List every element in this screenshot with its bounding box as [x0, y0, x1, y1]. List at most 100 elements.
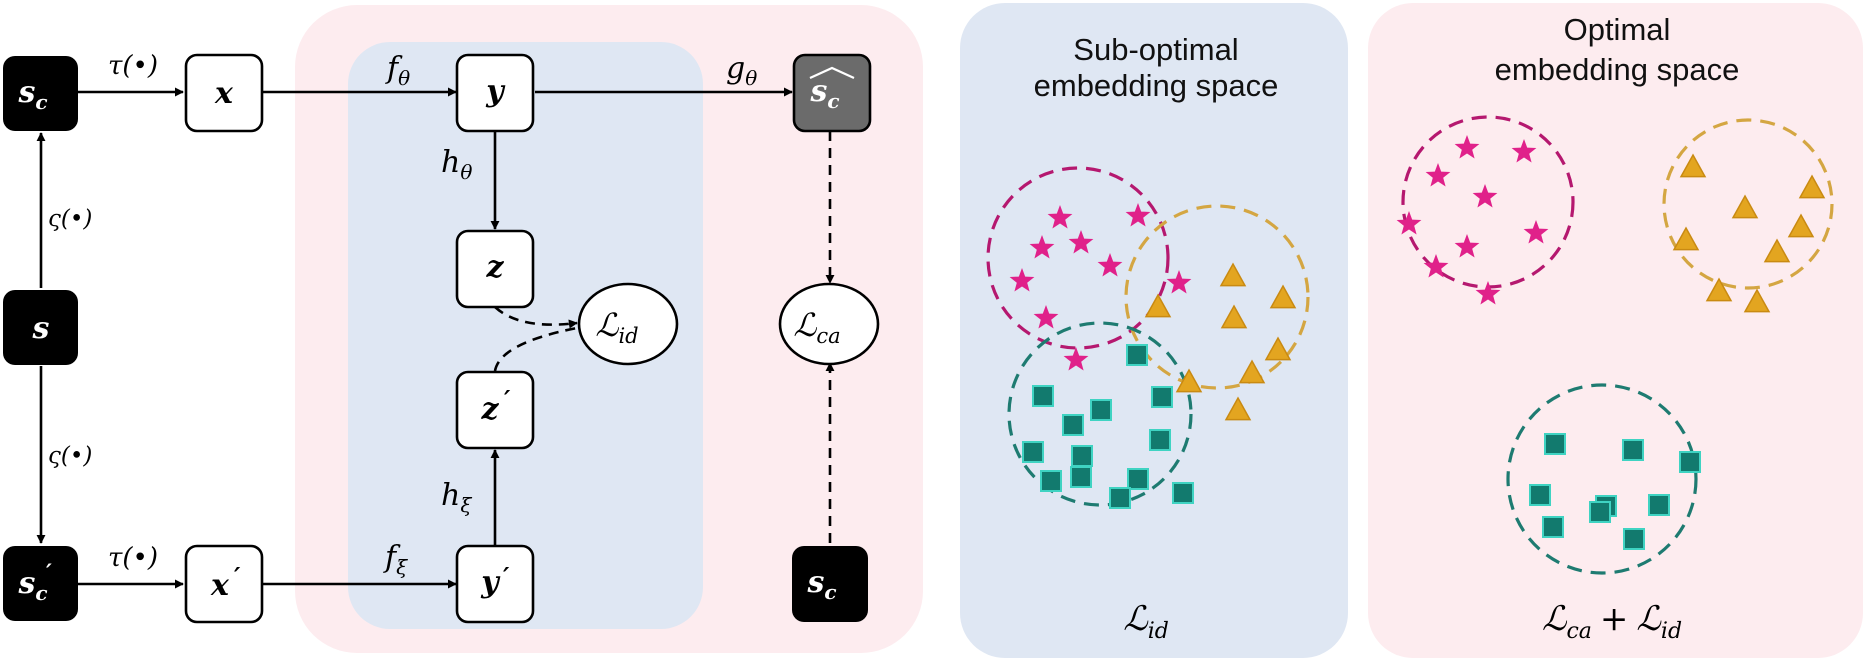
star-icon — [1523, 220, 1549, 244]
square-icon — [1022, 441, 1044, 463]
square-icon — [1622, 439, 1644, 461]
optimal-title-line2: embedding space — [1495, 52, 1740, 87]
star-icon — [1472, 184, 1498, 208]
svg-text:sc: sc — [17, 75, 47, 114]
svg-text:x: x — [210, 568, 230, 603]
triangle-icon — [1269, 284, 1297, 309]
optimal-panel — [1368, 3, 1863, 658]
suboptimal-title-line1: Sub-optimal — [1073, 32, 1238, 67]
edge-zprime-lid — [493, 326, 578, 372]
triangle-icon — [1798, 174, 1826, 199]
star-icon — [1454, 135, 1480, 159]
square-icon — [1126, 344, 1148, 366]
triangle-icon — [1238, 359, 1266, 384]
triangle-icon — [1787, 213, 1815, 238]
square-icon — [1109, 487, 1131, 509]
square-icon — [1032, 385, 1054, 407]
label-c-top: ς(•) — [48, 206, 92, 232]
suboptimal-square-circle — [1007, 321, 1193, 507]
suboptimal-star-circle — [986, 166, 1170, 350]
node-s-c-prime: sc ′ — [3, 546, 78, 621]
node-x-prime: x ′ — [184, 544, 264, 624]
triangle-icon — [1705, 277, 1733, 302]
star-icon — [1033, 305, 1059, 329]
blue-region — [348, 42, 703, 629]
square-icon — [1544, 433, 1566, 455]
star-icon — [1454, 234, 1480, 258]
label-h-theta: hθ — [441, 145, 472, 184]
triangle-icon — [1175, 368, 1203, 393]
node-s: s — [3, 290, 78, 365]
star-icon — [1068, 230, 1094, 254]
triangle-icon — [1743, 288, 1771, 313]
node-z: z — [455, 229, 535, 309]
suboptimal-title-line2: embedding space — [1034, 68, 1279, 103]
hat-icon — [809, 66, 855, 80]
svg-text:y: y — [480, 565, 501, 600]
node-y: y — [455, 53, 535, 133]
triangle-icon — [1144, 293, 1172, 318]
square-icon — [1071, 445, 1093, 467]
label-h-xi: hξ — [441, 478, 472, 517]
star-icon — [1125, 203, 1151, 227]
triangle-icon — [1220, 304, 1248, 329]
triangle-icon — [1224, 396, 1252, 421]
svg-text:sc: sc — [17, 566, 47, 605]
optimal-triangle-circle — [1662, 118, 1834, 290]
solid-edges — [36, 87, 793, 589]
label-g-theta: gθ — [726, 51, 757, 90]
svg-text:sc: sc — [806, 565, 836, 604]
optimal-title-line1: Optimal — [1564, 12, 1671, 47]
label-tau-bottom: τ(•) — [108, 543, 158, 573]
node-s-c-hat: sc — [792, 53, 872, 133]
star-icon — [1166, 270, 1192, 294]
label-tau-top: τ(•) — [108, 51, 158, 81]
star-icon — [1423, 254, 1449, 278]
embedding-markers — [1009, 135, 1826, 550]
square-icon — [1623, 528, 1645, 550]
suboptimal-panel — [960, 3, 1348, 658]
svg-text:ℒid: ℒid — [595, 306, 638, 348]
square-icon — [1127, 468, 1149, 490]
square-icon — [1589, 501, 1611, 523]
square-icon — [1679, 451, 1701, 473]
node-s-c-target: sc — [792, 546, 868, 622]
suboptimal-loss: ℒid — [1123, 599, 1169, 644]
star-icon — [1097, 253, 1123, 277]
loss-l-ca: ℒca — [778, 282, 880, 366]
svg-text:′: ′ — [504, 385, 511, 414]
loss-l-id: ℒid — [577, 282, 679, 366]
square-icon — [1529, 484, 1551, 506]
star-icon — [1475, 281, 1501, 305]
svg-text:′: ′ — [503, 562, 510, 591]
dashed-edges — [493, 131, 835, 543]
svg-text:x: x — [214, 76, 234, 111]
square-icon — [1070, 466, 1092, 488]
star-icon — [1047, 205, 1073, 229]
star-icon — [1029, 235, 1055, 259]
star-icon — [1396, 211, 1422, 235]
node-x: x — [184, 53, 264, 133]
star-icon — [1425, 163, 1451, 187]
node-y-prime: y ′ — [455, 544, 535, 624]
square-icon — [1149, 429, 1171, 451]
node-z-prime: z ′ — [455, 370, 535, 450]
triangle-icon — [1679, 153, 1707, 178]
svg-text:s: s — [32, 311, 50, 346]
square-icon — [1090, 399, 1112, 421]
triangle-icon — [1731, 194, 1759, 219]
svg-text:ℒca: ℒca — [793, 306, 840, 348]
square-icon — [1040, 470, 1062, 492]
optimal-loss: ℒca+ℒid — [1542, 599, 1682, 644]
square-icon — [1062, 414, 1084, 436]
square-icon — [1542, 516, 1564, 538]
edge-z-lid — [494, 306, 578, 329]
star-icon — [1009, 268, 1035, 292]
svg-text:sc: sc — [809, 74, 839, 113]
square-icon — [1172, 482, 1194, 504]
svg-text:′: ′ — [46, 560, 52, 586]
suboptimal-triangle-circle — [1124, 204, 1310, 390]
label-c-bottom: ς(•) — [48, 443, 92, 469]
node-s-c: sc — [3, 56, 78, 131]
